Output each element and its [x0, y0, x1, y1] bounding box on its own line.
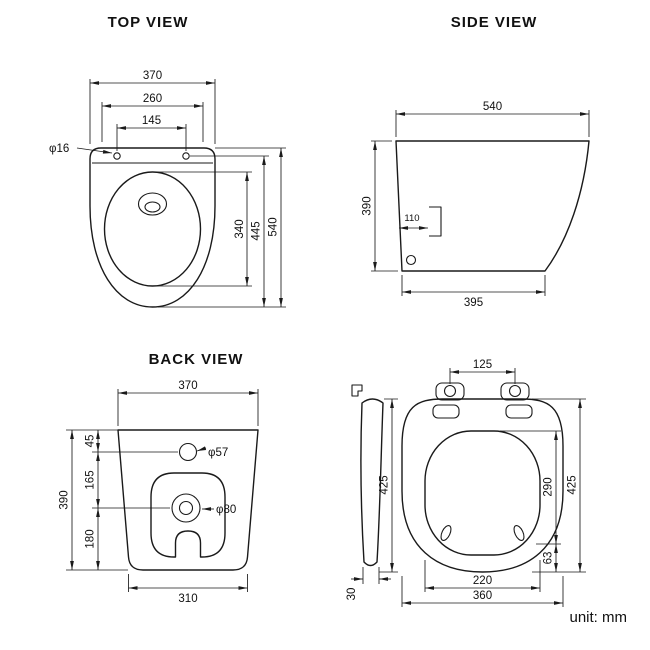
dim-side-overall-height: 390 — [362, 140, 398, 272]
bumper-right — [513, 525, 525, 541]
dim-top-opening-length: 340 — [156, 171, 252, 287]
extension-lines — [66, 429, 178, 571]
dim-hinge-hole-diameter: φ16 — [49, 143, 113, 155]
dim-back-overall-height: 390 — [59, 430, 74, 570]
extension-lines — [128, 574, 248, 592]
dim-label: 165 — [85, 470, 97, 489]
mounting-bracket-detail — [429, 206, 442, 237]
hinge-hole-left — [443, 384, 457, 398]
leader-line — [76, 147, 113, 154]
dim-label: 370 — [143, 70, 162, 82]
hinge-fixing-icon — [351, 384, 363, 397]
outlet-hole-inner — [178, 500, 194, 516]
dim-label: 290 — [543, 477, 555, 496]
hinge-cap-right — [505, 404, 533, 419]
bumper-left — [440, 525, 452, 541]
dim-side-base-depth: 395 — [401, 275, 546, 309]
dim-seat-bumper-to-edge: 63 — [543, 544, 558, 572]
water-inlet-hole — [178, 442, 198, 462]
dim-label: 360 — [473, 590, 492, 602]
dim-seat-overall-width: 360 — [401, 576, 564, 607]
dim-label: 390 — [59, 490, 71, 509]
hinge-hole-right — [182, 152, 190, 160]
dim-label: 425 — [567, 475, 579, 494]
dim-label: 340 — [234, 219, 246, 238]
hinge-hole-right — [508, 384, 522, 398]
top-view: TOP VIEW 370 260 145 φ16 — [49, 14, 286, 308]
dim-label: 370 — [178, 380, 197, 392]
dim-label: φ80 — [216, 504, 236, 516]
trapway-cover-outline — [150, 472, 226, 558]
dim-seat-opening-length: 290 — [500, 430, 561, 545]
dim-top-hinge-spacing: 145 — [116, 115, 187, 151]
extension-lines — [532, 398, 586, 573]
dim-top-overall-length: 540 — [158, 147, 286, 308]
water-spot-outline — [137, 192, 168, 216]
dim-label: 180 — [85, 529, 97, 548]
back-view: BACK VIEW φ57 φ80 45 165 180 390 — [59, 351, 259, 605]
extension-lines — [89, 79, 216, 144]
hinge-cap-left — [432, 404, 460, 419]
dim-label: φ57 — [208, 447, 228, 459]
dim-seat-profile-thickness: 30 — [346, 567, 391, 600]
dim-label: 310 — [178, 593, 197, 605]
extension-lines — [362, 567, 380, 584]
seat-view: 125 30 425 290 63 425 — [346, 359, 586, 607]
leader-line — [196, 446, 207, 452]
dim-label: 30 — [346, 588, 358, 601]
extension-lines — [117, 389, 259, 426]
side-view: SIDE VIEW 110 540 390 395 — [362, 14, 590, 309]
dim-label: 425 — [379, 475, 391, 494]
dim-seat-opening-width: 220 — [424, 560, 541, 592]
dim-label: 125 — [473, 359, 492, 371]
hinge-hole-left — [113, 152, 121, 160]
top-view-title: TOP VIEW — [108, 14, 189, 31]
dim-side-overall-depth: 540 — [395, 101, 590, 137]
flush-outlet — [144, 201, 161, 213]
dim-back-base-width: 310 — [128, 574, 248, 605]
outlet-hole-outer — [171, 493, 201, 523]
dim-top-overall-width: 370 — [89, 70, 216, 144]
dim-label: 390 — [362, 196, 374, 215]
dim-label: 445 — [251, 221, 263, 240]
dim-label: 63 — [543, 552, 555, 565]
dim-top-rim-width: 260 — [101, 93, 204, 142]
dim-label: 260 — [143, 93, 162, 105]
seat-side-profile — [360, 398, 384, 567]
dim-label: 395 — [464, 297, 483, 309]
toilet-side-outline — [395, 140, 590, 272]
seat-lid-outline — [401, 398, 564, 573]
dim-back-outlet-to-floor: 180 — [85, 508, 100, 570]
dim-inlet-diameter: φ57 — [196, 446, 228, 459]
dim-seat-hinge-spacing: 125 — [449, 359, 516, 384]
extension-lines — [158, 147, 286, 308]
dim-back-inlet-to-outlet: 165 — [85, 452, 100, 508]
dim-top-rim-length: 445 — [190, 155, 269, 307]
dim-back-top-to-inlet: 45 — [85, 430, 100, 452]
dim-back-overall-width: 370 — [117, 380, 259, 426]
dim-outlet-diameter: φ80 — [202, 504, 236, 516]
bowl-opening-outline — [103, 171, 202, 287]
extension-lines — [101, 102, 204, 142]
dim-label: φ16 — [49, 143, 69, 155]
unit-label: unit: mm — [569, 609, 627, 626]
back-view-title: BACK VIEW — [149, 351, 244, 368]
dim-label: 540 — [268, 217, 280, 236]
toilet-back-outline — [117, 429, 259, 571]
dim-label: 145 — [142, 115, 161, 127]
dim-side-fixing-offset: 110 — [399, 213, 428, 230]
seat-opening-outline — [424, 430, 541, 556]
dim-label: 110 — [404, 213, 419, 224]
dim-label: 45 — [85, 435, 97, 448]
fixing-hole-side — [405, 254, 417, 266]
dim-seat-height-right: 425 — [532, 398, 586, 573]
dim-label: 540 — [483, 101, 502, 113]
extension-lines — [401, 275, 546, 296]
dim-label: 220 — [473, 575, 492, 587]
extension-lines — [156, 171, 252, 287]
dim-seat-height-left: 425 — [379, 398, 398, 573]
toilet-top-outline — [89, 147, 216, 308]
side-view-title: SIDE VIEW — [451, 14, 538, 31]
